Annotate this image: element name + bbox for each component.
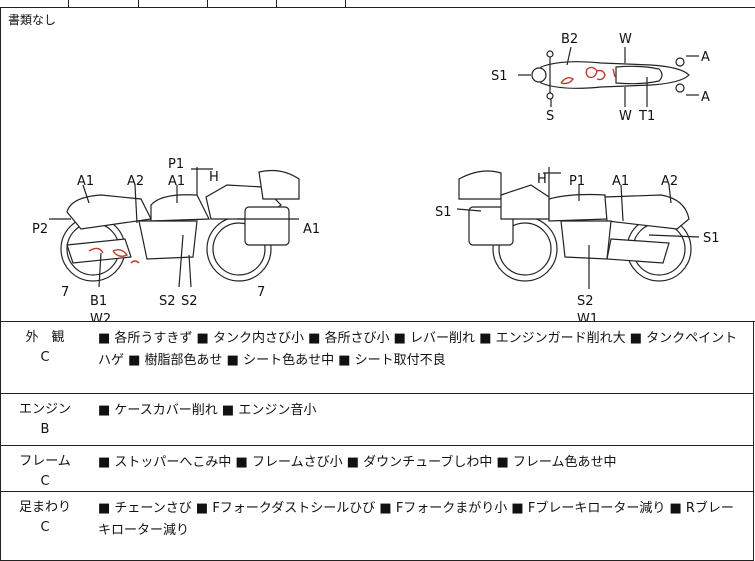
table-divider <box>345 0 346 7</box>
category-grade: C <box>40 474 50 489</box>
label-7: 7 <box>257 285 265 300</box>
table-divider <box>68 0 69 7</box>
condition-notes: ■ ストッパーへこみ中 ■ フレームさび小 ■ ダウンチューブしわ中 ■ フレー… <box>98 455 617 470</box>
category-grade: B <box>40 422 50 437</box>
label-A: A <box>701 50 710 65</box>
condition-row-suspension: 足まわり C ■ チェーンさび ■ Fフォークダストシールひび ■ Fフォークま… <box>0 492 754 561</box>
category-name: 外 観 <box>25 330 65 345</box>
motorcycle-top-view: B2 W S1 A A S W T1 <box>491 32 710 124</box>
category-grade: C <box>40 520 50 535</box>
condition-category: 外 観 C <box>1 322 89 368</box>
condition-row-exterior: 外 観 C ■ 各所うすきず ■ タンク内さび小 ■ 各所さび小 ■ レバー削れ… <box>0 322 754 394</box>
label-P1: P1 <box>168 157 184 172</box>
table-divider <box>138 0 139 7</box>
table-divider <box>207 0 208 7</box>
label-A1: A1 <box>77 174 94 189</box>
condition-notes: ■ 各所うすきず ■ タンク内さび小 ■ 各所さび小 ■ レバー削れ ■ エンジ… <box>98 331 738 368</box>
condition-row-engine: エンジン B ■ ケースカバー削れ ■ エンジン音小 <box>0 394 754 446</box>
label-7: 7 <box>61 285 69 300</box>
label-A1: A1 <box>303 222 320 237</box>
category-name: エンジン <box>18 402 71 417</box>
motorcycle-right-view: H P1 A1 A2 S1 S1 S2 W1 <box>435 167 720 321</box>
document-status: 書類なし <box>8 13 57 27</box>
label-W: W <box>619 32 632 47</box>
label-S2: S2 <box>159 294 176 309</box>
label-S1: S1 <box>703 231 720 246</box>
label-S: S <box>546 109 554 124</box>
category-name: フレーム <box>19 454 71 469</box>
label-B1: B1 <box>90 294 107 309</box>
condition-row-frame: フレーム C ■ ストッパーへこみ中 ■ フレームさび小 ■ ダウンチューブしわ… <box>0 446 754 492</box>
label-S1: S1 <box>491 69 508 84</box>
label-P2: P2 <box>32 222 48 237</box>
label-A1: A1 <box>168 174 185 189</box>
condition-category: エンジン B <box>1 394 89 440</box>
category-grade: C <box>40 350 50 365</box>
label-A2: A2 <box>661 174 678 189</box>
motorcycle-diagram: B2 W S1 A A S W T1 <box>32 32 720 321</box>
label-H: H <box>209 170 219 185</box>
damage-diagram-panel: 書類なし B2 W S1 A A <box>0 7 755 322</box>
label-H: H <box>537 172 547 187</box>
label-W: W <box>619 109 632 124</box>
label-A1: A1 <box>612 174 629 189</box>
motorcycle-left-view: P1 A1 H A1 A2 P2 A1 7 7 B1 W2 S2 S2 <box>32 157 320 321</box>
table-divider <box>276 0 277 7</box>
label-T1: T1 <box>638 109 655 124</box>
condition-category: フレーム C <box>1 446 89 492</box>
label-S1: S1 <box>435 205 452 220</box>
condition-category: 足まわり C <box>1 492 89 538</box>
top-table-strip <box>0 0 755 8</box>
label-A2: A2 <box>127 174 144 189</box>
label-W1: W1 <box>577 312 598 321</box>
label-S2: S2 <box>181 294 198 309</box>
category-name: 足まわり <box>18 500 71 515</box>
label-W2: W2 <box>90 312 111 321</box>
label-P1: P1 <box>569 174 585 189</box>
label-B2: B2 <box>561 32 578 47</box>
condition-notes: ■ チェーンさび ■ Fフォークダストシールひび ■ Fフォークまがり小 ■ F… <box>98 501 734 538</box>
label-A: A <box>701 90 710 105</box>
label-S2: S2 <box>577 294 594 309</box>
condition-notes: ■ ケースカバー削れ ■ エンジン音小 <box>98 403 317 418</box>
